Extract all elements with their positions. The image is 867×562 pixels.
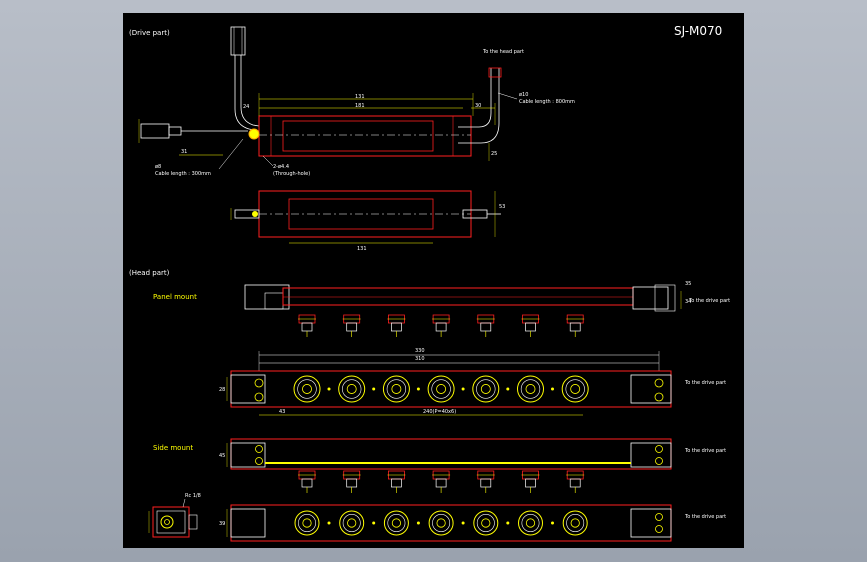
- dim-131-top: 131: [355, 94, 365, 100]
- note-hole: 2-ø4.4: [273, 164, 289, 170]
- dim-31: 31: [181, 149, 187, 155]
- panel-mount-top-view: [226, 351, 672, 416]
- nozzle: [521, 314, 540, 337]
- panel-mount-side-view: [244, 284, 682, 312]
- nozzle-disc: [338, 375, 376, 403]
- note-cable-left-length: Cable length : 300mm: [155, 171, 211, 177]
- panel-nozzles: [298, 314, 585, 337]
- end-view: [148, 498, 198, 538]
- panel-mount-label: Panel mount: [153, 293, 197, 301]
- side-nozzles: [298, 470, 585, 493]
- note-to-drive-3: To the drive part: [684, 448, 726, 454]
- dim-43: 43: [279, 409, 285, 415]
- dim-35: 35: [685, 281, 691, 287]
- side-mount-front-view: [226, 504, 672, 542]
- nozzle: [476, 314, 495, 337]
- note-cable-top-dia: ø10: [519, 92, 528, 98]
- section-head-label: (Head part): [129, 269, 170, 277]
- dim-53: 53: [499, 204, 505, 210]
- dim-24: 24: [243, 104, 249, 110]
- section-drive-label: (Drive part): [129, 29, 170, 37]
- nozzle-disc: [382, 375, 420, 403]
- dim-45: 45: [219, 453, 225, 459]
- drive-top-view: [138, 26, 518, 170]
- nozzle-disc: [427, 375, 465, 403]
- dim-25: 25: [491, 151, 497, 157]
- nozzle-disc: [473, 510, 510, 536]
- nozzle: [432, 314, 451, 337]
- note-through-hole: (Through-hole): [273, 171, 310, 177]
- nozzle: [566, 314, 585, 337]
- side-mount-top-view: [226, 438, 672, 470]
- drawing-sheet: SJ-M070 (Drive part) (Head part) Panel m…: [123, 13, 744, 548]
- dim-39: 39: [219, 521, 225, 527]
- note-cable-top-length: Cable length : 800mm: [519, 99, 575, 105]
- side-discs: [294, 510, 588, 536]
- note-to-drive-1: To the drive part: [688, 298, 730, 304]
- note-rc: Rc 1/8: [185, 493, 201, 499]
- nozzle: [521, 470, 540, 493]
- drawing-title: SJ-M070: [674, 24, 722, 38]
- nozzle: [298, 470, 316, 493]
- cad-drawing: SJ-M070 (Drive part) (Head part) Panel m…: [129, 24, 730, 542]
- note-to-drive-2: To the drive part: [684, 380, 726, 386]
- nozzle-disc: [472, 375, 510, 403]
- dim-181: 181: [355, 103, 365, 109]
- dim-330: 330: [415, 348, 425, 354]
- note-to-drive-4: To the drive part: [684, 514, 726, 520]
- nozzle: [566, 470, 585, 493]
- nozzle-disc: [339, 510, 376, 536]
- panel-discs: [293, 375, 589, 403]
- dim-34: 34: [685, 299, 691, 305]
- dim-28: 28: [219, 387, 225, 393]
- nozzle-disc: [293, 375, 331, 403]
- dim-pitch: 240(P=40x6): [423, 409, 456, 415]
- dim-30: 30: [475, 103, 481, 109]
- nozzle: [387, 470, 406, 493]
- nozzle-disc: [561, 375, 589, 403]
- nozzle: [342, 470, 361, 493]
- drive-side-view: [230, 190, 501, 244]
- nozzle: [432, 470, 451, 493]
- nozzle-disc: [518, 510, 554, 536]
- nozzle-disc: [383, 510, 420, 536]
- nozzle-disc: [517, 375, 554, 403]
- nozzle: [476, 470, 495, 493]
- nozzle: [298, 314, 316, 337]
- nozzle: [342, 314, 361, 337]
- nozzle: [387, 314, 406, 337]
- nozzle-disc: [428, 510, 465, 536]
- note-to-head-part: To the head part: [482, 49, 524, 55]
- dim-131-side: 131: [357, 246, 367, 252]
- note-cable-left-dia: ø8: [155, 164, 161, 170]
- side-mount-label: Side mount: [153, 444, 193, 452]
- dim-310: 310: [415, 356, 425, 362]
- nozzle-disc: [294, 510, 331, 536]
- nozzle-disc: [562, 510, 588, 536]
